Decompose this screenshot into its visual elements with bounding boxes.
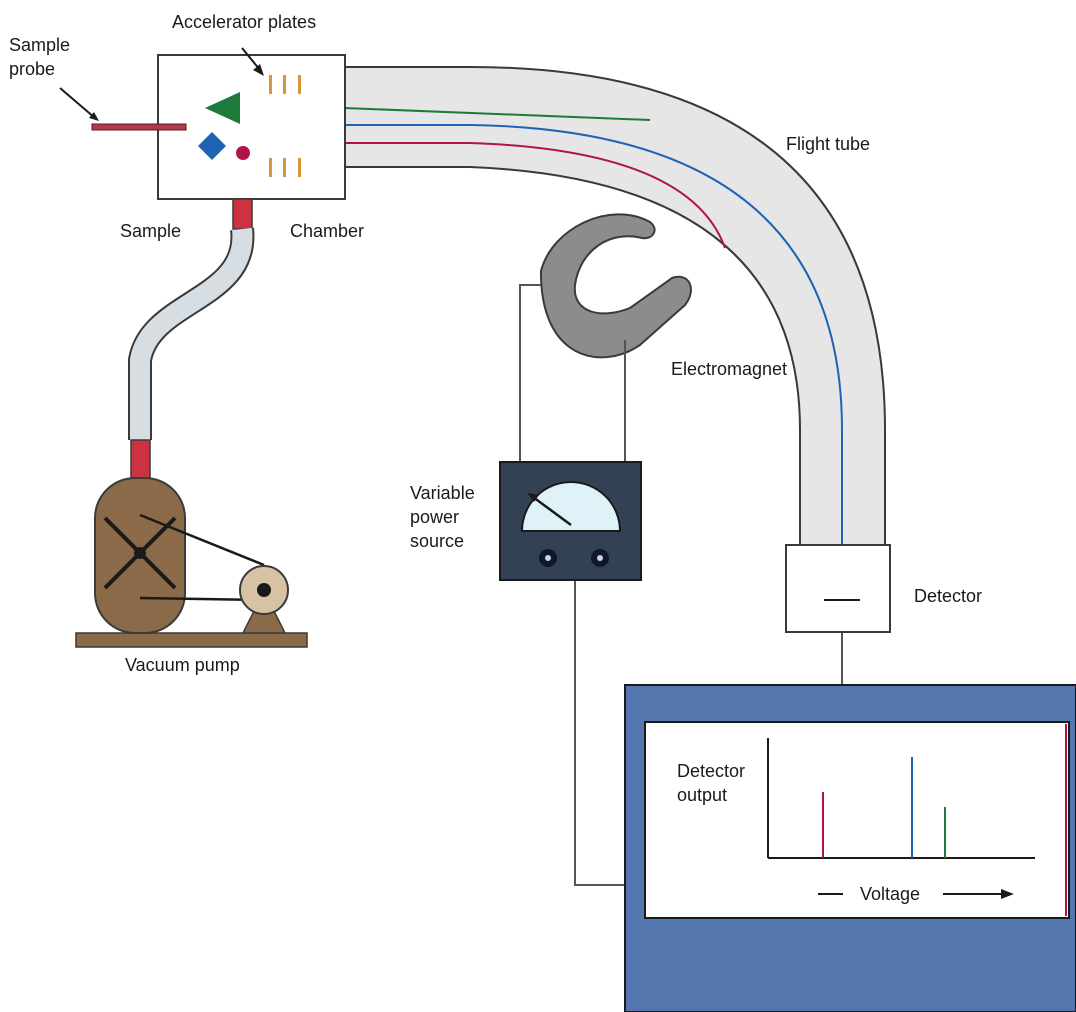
label-flight-tube: Flight tube [786, 134, 870, 154]
flight-tube [344, 66, 886, 546]
power-meter-needle [532, 495, 572, 527]
vacuum-hose [128, 198, 255, 481]
output-monitor [624, 684, 1076, 1012]
hose-body [130, 227, 253, 440]
power-meter-needle-tip [527, 493, 539, 502]
label-detector-output-line2: output [677, 785, 727, 805]
electromagnet-body [539, 213, 692, 359]
pump-belt-top [139, 513, 265, 567]
accelerator-pointer-line [241, 47, 261, 71]
plate [269, 158, 272, 177]
green-triangle-icon [205, 92, 240, 124]
power-source [499, 461, 642, 581]
label-sample-probe-line2: probe [9, 59, 55, 79]
wire-power-to-monitor [574, 580, 625, 886]
accelerator-plates [269, 75, 301, 177]
red-ion-path [268, 142, 726, 249]
plate [283, 158, 286, 177]
label-electromagnet: Electromagnet [671, 359, 787, 379]
label-detector-output-line1: Detector [677, 761, 745, 781]
sample-probe [59, 87, 187, 131]
label-voltage: Voltage [860, 884, 920, 904]
blue-diamond-icon [198, 132, 226, 160]
hose-connector-bottom [130, 439, 151, 481]
power-knob-center [545, 555, 551, 561]
plate [269, 75, 272, 94]
wire-magnet-left [519, 284, 541, 462]
power-meter-dial [520, 481, 622, 532]
hose-connector-top [232, 198, 253, 230]
blue-ion-path [268, 124, 843, 592]
sample-probe-pointer [59, 87, 96, 119]
label-detector: Detector [914, 586, 982, 606]
power-knob-center [597, 555, 603, 561]
labels: Sample probe Accelerator plates Flight t… [9, 12, 982, 904]
label-vacuum-pump: Vacuum pump [125, 655, 240, 675]
label-power-source-line3: source [410, 531, 464, 551]
label-power-source-line1: Variable [410, 483, 475, 503]
sample-probe-rod [91, 123, 187, 131]
red-dot-icon [236, 146, 250, 160]
label-accelerator-plates: Accelerator plates [172, 12, 316, 32]
electromagnet [539, 213, 692, 359]
detector [785, 544, 891, 633]
plate [298, 75, 301, 94]
plate [283, 75, 286, 94]
chamber [157, 54, 346, 200]
wires [519, 284, 843, 886]
motor-hub [257, 583, 271, 597]
detector-box [785, 544, 891, 633]
voltage-arrowhead [1001, 889, 1014, 899]
pump-hub [134, 547, 146, 559]
accelerator-pointer [241, 47, 264, 76]
flight-tube-body [344, 66, 886, 546]
label-sample: Sample [120, 221, 181, 241]
label-chamber: Chamber [290, 221, 364, 241]
vacuum-pump [75, 477, 308, 648]
accelerator-pointer-arrowhead [253, 64, 264, 76]
chamber-box [157, 54, 346, 200]
label-power-source-line2: power [410, 507, 459, 527]
plate [298, 158, 301, 177]
pump-base [75, 632, 308, 648]
label-sample-probe-line1: Sample [9, 35, 70, 55]
sample-probe-arrowhead [89, 112, 99, 121]
monitor-screen [644, 721, 1070, 919]
